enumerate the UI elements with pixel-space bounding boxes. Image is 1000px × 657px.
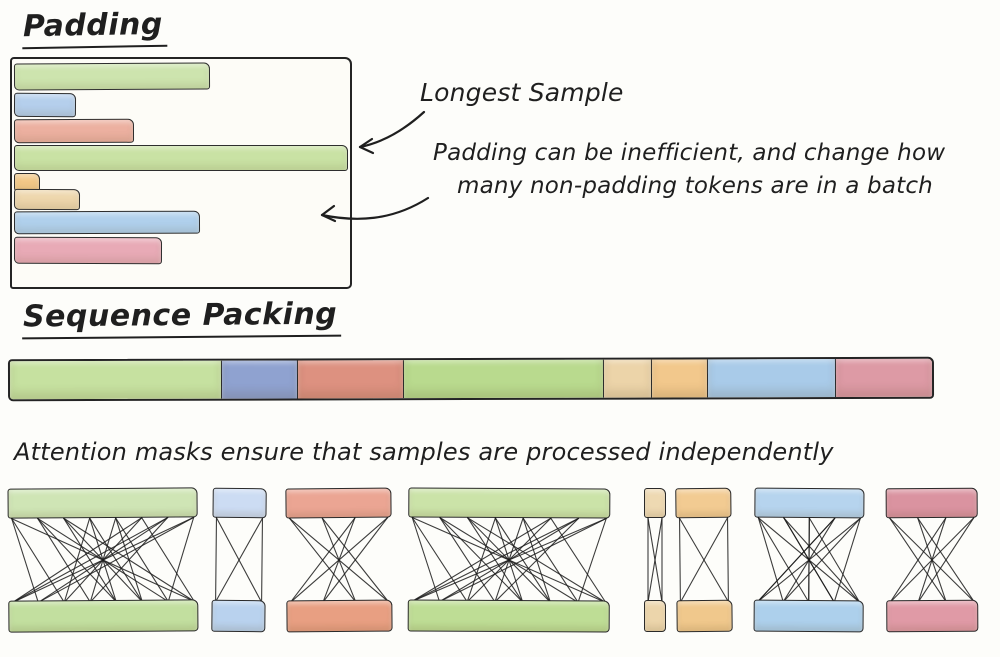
mask-bottom-bar-green-a [8, 599, 199, 633]
packed-segment-orange [651, 359, 709, 398]
attention-crossing-lines [411, 516, 607, 604]
mask-unit-orange [675, 487, 733, 639]
packed-segment-indigo [221, 360, 299, 399]
packed-segment-pink [835, 358, 933, 398]
padding-bar-tan-1 [13, 188, 81, 211]
mask-unit-green-b [407, 487, 611, 638]
mask-top-bar-green-b [408, 487, 611, 519]
padding-bar-salmon-1 [13, 118, 135, 144]
mask-top-bar-blue-small [212, 487, 267, 519]
padding-bar-green-1 [13, 62, 211, 91]
padding-bar-blue-1 [13, 92, 77, 118]
mask-bottom-bar-tan [644, 600, 666, 632]
mask-unit-green-a [7, 487, 199, 638]
mask-bottom-bar-pink [886, 599, 979, 633]
mask-unit-red [285, 487, 393, 639]
mask-top-bar-green-a [7, 487, 198, 519]
attention-crossing-lines [289, 517, 389, 603]
padding-note-line1: Padding can be inefficient, and change h… [433, 140, 946, 166]
padding-bar-green-longest [14, 145, 348, 171]
mask-unit-blue [753, 487, 865, 639]
mask-top-bar-orange [675, 487, 732, 519]
padding-section-title: Padding [21, 6, 168, 50]
packed-segment-red [297, 360, 405, 399]
mask-bottom-bar-blue-small [211, 599, 266, 633]
attention-mask-note: Attention masks ensure that samples are … [14, 438, 834, 466]
longest-sample-arrowhead [358, 137, 375, 155]
packed-segment-tan [603, 359, 653, 398]
mask-unit-tan [644, 488, 666, 638]
packed-sequence-bar [7, 356, 935, 402]
attention-crossing-lines [647, 517, 663, 603]
attention-crossing-lines [757, 517, 861, 603]
mask-top-bar-blue [754, 487, 865, 519]
mask-bottom-bar-blue [753, 599, 864, 633]
mask-bottom-bar-red [286, 599, 393, 633]
mask-unit-blue-small [211, 487, 267, 639]
mask-unit-pink [885, 487, 979, 638]
sequence-packing-section-title: Sequence Packing [21, 296, 342, 340]
longest-sample-arrow [358, 110, 426, 149]
mask-bottom-bar-orange [676, 599, 733, 633]
mask-top-bar-tan [644, 488, 666, 518]
attention-crossing-lines [889, 517, 975, 603]
packed-segment-green-b [403, 359, 605, 399]
longest-sample-label: Longest Sample [420, 78, 624, 107]
mask-top-bar-red [285, 487, 392, 519]
packed-segment-blue [707, 359, 837, 398]
packed-segment-green-a [9, 360, 223, 400]
mask-bottom-bar-green-b [407, 599, 610, 633]
padding-note-line2: many non-padding tokens are in a batch [457, 173, 933, 199]
mask-top-bar-pink [885, 487, 978, 519]
attention-crossing-lines [11, 516, 195, 604]
attention-crossing-lines [678, 517, 729, 603]
padding-bar-blue-2 [13, 210, 201, 235]
padding-bar-pink-1 [13, 236, 163, 265]
padding-batch-box [10, 57, 352, 289]
attention-crossing-lines [215, 517, 264, 603]
